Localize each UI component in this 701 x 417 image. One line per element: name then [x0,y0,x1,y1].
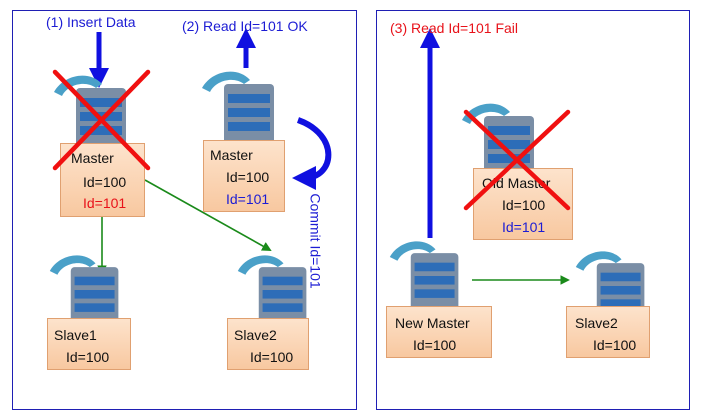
master-row-100: Id=100 [83,174,127,190]
master-row-101: Id=101 [83,195,127,211]
commit-curved-arrow [292,117,332,190]
slave2-title: Slave2 [234,327,277,343]
slave2-row-100: Id=100 [250,349,294,365]
slave2-box-right: Slave2 Id=100 [566,306,650,358]
master-row-100: Id=100 [226,169,270,185]
step2-label: (2) Read Id=101 OK [182,18,308,34]
new-master-box: New Master Id=100 [386,306,492,358]
database-icon-old-master [458,98,542,182]
master-title: Master [71,150,114,166]
master-row-101: Id=101 [226,191,270,207]
slave2-row-100: Id=100 [593,337,637,353]
old-master-row-101: Id=101 [502,219,546,235]
master-box-left: Master Id=100 Id=101 [60,143,145,217]
master-title: Master [210,147,253,163]
master-box-committed: Master Id=100 Id=101 [203,140,285,212]
step3-label: (3) Read Id=101 Fail [390,20,519,36]
database-icon-right-slave2 [570,246,654,326]
slave2-box-left: Slave2 Id=100 [227,318,309,370]
old-master-row-100: Id=100 [502,197,546,213]
slave2-title: Slave2 [575,315,618,331]
slave1-row-100: Id=100 [66,349,110,365]
new-master-title: New Master [395,315,470,331]
database-icon-slave1 [44,250,128,330]
database-icon-new-master [384,236,468,316]
replication-arrow-master-slave2 [144,179,272,251]
cross-icon-old-master [463,109,571,211]
database-icon-slave2 [232,250,316,330]
new-master-row-100: Id=100 [413,337,457,353]
step1-label: (1) Insert Data [46,14,136,30]
slave1-box: Slave1 Id=100 [47,318,131,370]
cross-icon-master-left [52,69,151,171]
database-icon-master2 [198,66,282,150]
slave1-title: Slave1 [54,327,97,343]
commit-label: Commit Id=101 [307,193,324,289]
